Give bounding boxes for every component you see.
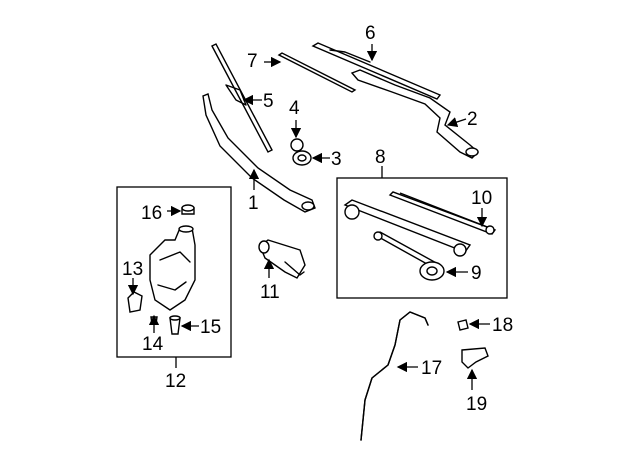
callout-4: 4 [289,98,300,119]
callout-19: 19 [466,394,487,415]
callout-6: 6 [365,23,376,44]
pivot-nut[interactable] [292,150,312,166]
callout-15: 15 [200,317,221,338]
linkage-drive-arm[interactable] [399,192,495,235]
callout-16: 16 [141,203,162,224]
pivot-cap[interactable] [290,138,304,152]
wiper-linkage[interactable] [343,191,497,270]
linkage-group-box [336,177,508,299]
callout-12: 12 [165,371,186,392]
level-sensor[interactable] [169,315,181,335]
reservoir-cap[interactable] [181,204,195,215]
washer-nozzle[interactable] [461,347,489,369]
callout-11: 11 [260,282,280,303]
washer-group-box [116,186,232,358]
wiper-motor[interactable] [258,239,306,279]
callout-14: 14 [142,334,164,355]
callout-18: 18 [492,315,513,336]
wiper-arm-passenger[interactable] [350,69,480,159]
washer-hose[interactable] [360,311,429,441]
washer-reservoir[interactable] [149,225,196,311]
callout-10: 10 [471,188,492,209]
callout-9: 9 [471,263,482,284]
blade-insert[interactable] [277,52,357,93]
callout-13: 13 [122,259,143,280]
motor-crank[interactable] [419,261,445,281]
callout-7: 7 [247,51,258,72]
callout-5: 5 [263,91,274,112]
callout-2: 2 [467,109,478,130]
callout-8: 8 [375,147,386,168]
washer-pump[interactable] [127,291,143,313]
callout-3: 3 [331,149,342,170]
leader-lines [127,44,490,390]
hose-connector[interactable] [457,319,469,331]
wiper-blade-passenger[interactable] [311,42,442,100]
callout-1: 1 [248,193,259,214]
wiper-arm-driver[interactable] [202,93,316,213]
callout-17: 17 [421,358,442,379]
